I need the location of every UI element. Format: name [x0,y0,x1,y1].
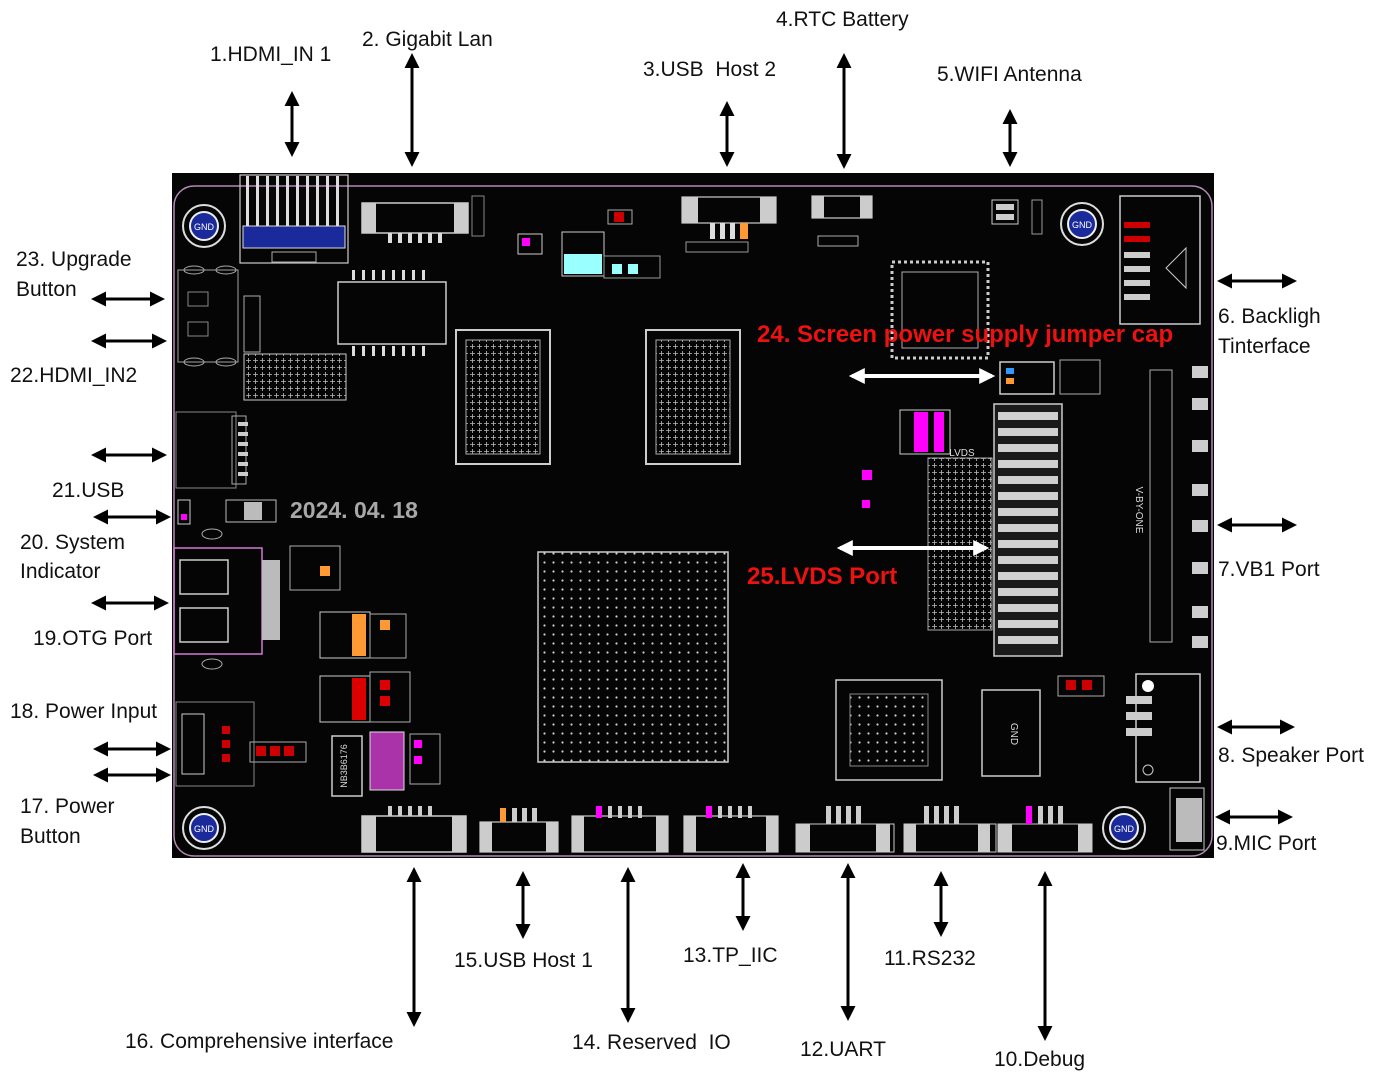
central-ics: NB3B6176 [249,209,990,797]
label-system-indicator-line2: Indicator [20,560,101,583]
board-date: 2024. 04. 18 [290,497,418,523]
label-screen-power-jumper: 24. Screen power supply jumper cap [757,321,1174,348]
svg-text:V-BY-ONE: V-BY-ONE [1133,487,1144,534]
label-backlight-interface-line1: 6. Backligh [1218,305,1321,328]
label-rtc-battery: 4.RTC Battery [776,8,909,31]
svg-text:GND: GND [1008,723,1019,745]
top-connectors [239,174,1043,264]
label-backlight-interface-line2: Tinterface [1218,335,1311,358]
white-arrows [836,368,996,556]
left-connectors [173,265,347,787]
svg-text:GND: GND [194,222,215,232]
label-upgrade-button-line1: 23. Upgrade [16,248,132,271]
svg-text:GND: GND [1072,220,1093,230]
label-power-input: 18. Power Input [10,700,158,723]
label-hdmi-in-2: 22.HDMI_IN2 [10,364,138,387]
label-tp-iic: 13.TP_IIC [683,944,778,967]
label-rs232: 11.RS232 [884,947,976,970]
label-power-button-line2: Button [20,825,81,848]
callout-arrows [91,53,1297,1041]
label-otg-port: 19.OTG Port [33,627,153,650]
label-hdmi-in-1: 1.HDMI_IN 1 [210,43,332,66]
label-usb-host-1: 15.USB Host 1 [454,949,593,972]
label-power-button-line1: 17. Power [20,795,115,818]
label-reserved-io: 14. Reserved IO [572,1031,731,1054]
label-wifi-antenna: 5.WIFI Antenna [937,63,1082,86]
label-usb-host-2: 3.USB Host 2 [643,58,777,81]
label-system-indicator-line1: 20. System [20,531,126,554]
svg-text:GND: GND [1114,824,1135,834]
label-gigabit-lan: 2. Gigabit Lan [362,28,493,51]
label-vb1-port: 7.VB1 Port [1218,558,1320,581]
label-debug: 10.Debug [994,1048,1086,1071]
mounting-holes: GND GND GND GND [182,202,1146,850]
svg-text:LVDS: LVDS [949,448,975,459]
label-upgrade-button-line2: Button [16,278,77,301]
label-usb: 21.USB [52,479,125,502]
bottom-connectors [361,806,1093,853]
svg-text:GND: GND [194,824,215,834]
label-comprehensive-interface: 16. Comprehensive interface [125,1030,394,1053]
label-lvds-port: 25.LVDS Port [747,563,898,590]
svg-text:NB3B6176: NB3B6176 [339,744,349,788]
label-uart: 12.UART [800,1038,886,1061]
label-mic-port: 9.MIC Port [1216,832,1317,855]
label-speaker-port: 8. Speaker Port [1218,744,1364,767]
